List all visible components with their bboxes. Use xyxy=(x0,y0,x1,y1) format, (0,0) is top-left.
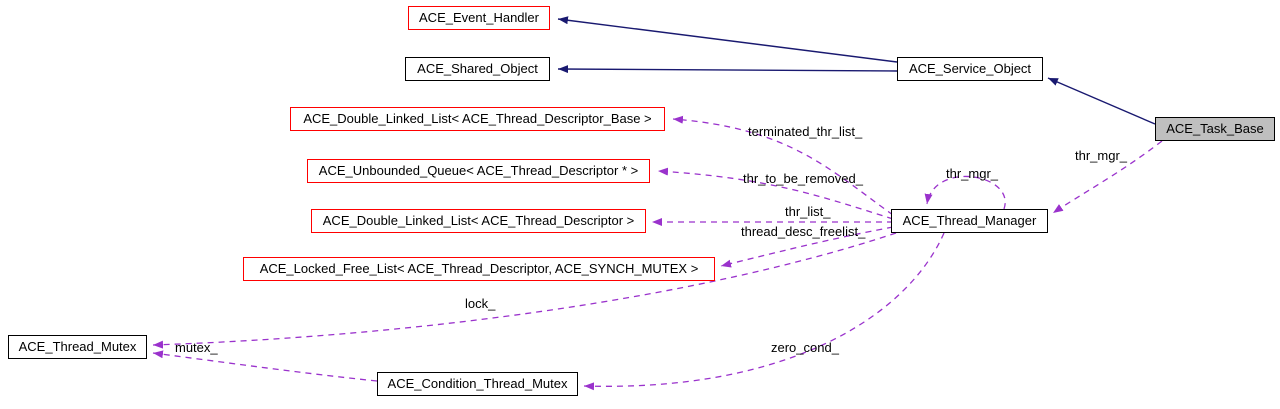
edge-usage-zero-cond xyxy=(583,232,945,391)
class-node-ace-double-linked-list-descriptor-base[interactable]: ACE_Double_Linked_List< ACE_Thread_Descr… xyxy=(290,107,665,131)
class-node-ace-double-linked-list-descriptor[interactable]: ACE_Double_Linked_List< ACE_Thread_Descr… xyxy=(311,209,646,233)
edge-label-thr-list: thr_list_ xyxy=(785,204,831,219)
edge-label-thr-mgr-self: thr_mgr_ xyxy=(946,166,999,181)
edge-usage-lock xyxy=(152,232,897,349)
edge-label-thr-mgr-task: thr_mgr_ xyxy=(1075,148,1128,163)
class-node-ace-thread-mutex[interactable]: ACE_Thread_Mutex xyxy=(8,335,147,359)
edge-usage-thr-mgr-task xyxy=(1052,140,1163,214)
class-node-ace-condition-thread-mutex[interactable]: ACE_Condition_Thread_Mutex xyxy=(377,372,578,396)
class-node-ace-thread-manager[interactable]: ACE_Thread_Manager xyxy=(891,209,1048,233)
edge-label-terminated-thr-list: terminated_thr_list_ xyxy=(748,124,863,139)
class-node-ace-event-handler[interactable]: ACE_Event_Handler xyxy=(408,6,550,30)
edge-inherit-task-base-to-service-object xyxy=(1047,77,1156,125)
edge-label-thread-desc-freelist: thread_desc_freelist_ xyxy=(741,224,866,239)
edge-label-lock: lock_ xyxy=(465,296,496,311)
class-node-ace-service-object[interactable]: ACE_Service_Object xyxy=(897,57,1043,81)
edge-usage-mutex xyxy=(152,350,378,382)
class-node-ace-locked-free-list[interactable]: ACE_Locked_Free_List< ACE_Thread_Descrip… xyxy=(243,257,715,281)
edge-usage-thr-to-be-removed xyxy=(657,167,894,220)
class-node-ace-shared-object[interactable]: ACE_Shared_Object xyxy=(405,57,550,81)
class-node-ace-unbounded-queue[interactable]: ACE_Unbounded_Queue< ACE_Thread_Descript… xyxy=(307,159,650,183)
edge-usage-terminated-thr-list xyxy=(672,115,894,216)
class-node-ace-task-base-current: ACE_Task_Base xyxy=(1155,117,1275,141)
edge-usage-thr-mgr-self xyxy=(924,175,1006,210)
edge-label-mutex: mutex_ xyxy=(175,340,218,355)
edge-label-thr-to-be-removed: thr_to_be_removed_ xyxy=(743,171,863,186)
edge-inherit-service-object-to-event-handler xyxy=(557,16,898,63)
edge-inherit-service-object-to-shared-object xyxy=(557,65,898,74)
edge-label-zero-cond: zero_cond_ xyxy=(771,340,839,355)
